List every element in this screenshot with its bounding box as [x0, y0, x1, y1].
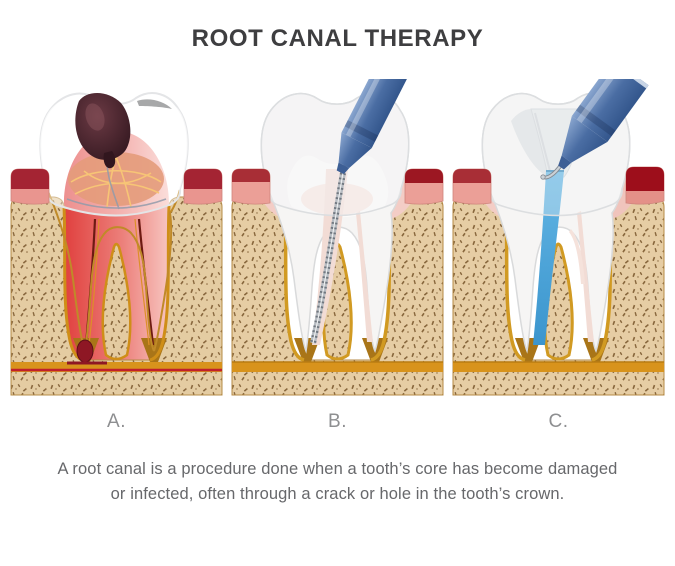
root-canal-filling-illustration [452, 79, 665, 396]
caption: A root canal is a procedure done when a … [58, 457, 618, 507]
caption-line-2: or infected, often through a crack or ho… [110, 484, 565, 503]
stage-a-label: A. [107, 411, 126, 432]
stage-c: C. [451, 79, 666, 433]
page-title: ROOT CANAL THERAPY [191, 25, 484, 52]
stages-row: A. [0, 79, 675, 433]
caption-line-1: A root canal is a procedure done when a … [57, 460, 618, 478]
root-canal-cleaning-file-illustration [231, 79, 444, 396]
stage-b: B. [230, 79, 445, 433]
stage-a: A. [9, 79, 224, 433]
stage-c-label: C. [548, 411, 569, 432]
decayed-infected-tooth-illustration [10, 92, 223, 396]
stage-b-label: B. [328, 411, 347, 432]
